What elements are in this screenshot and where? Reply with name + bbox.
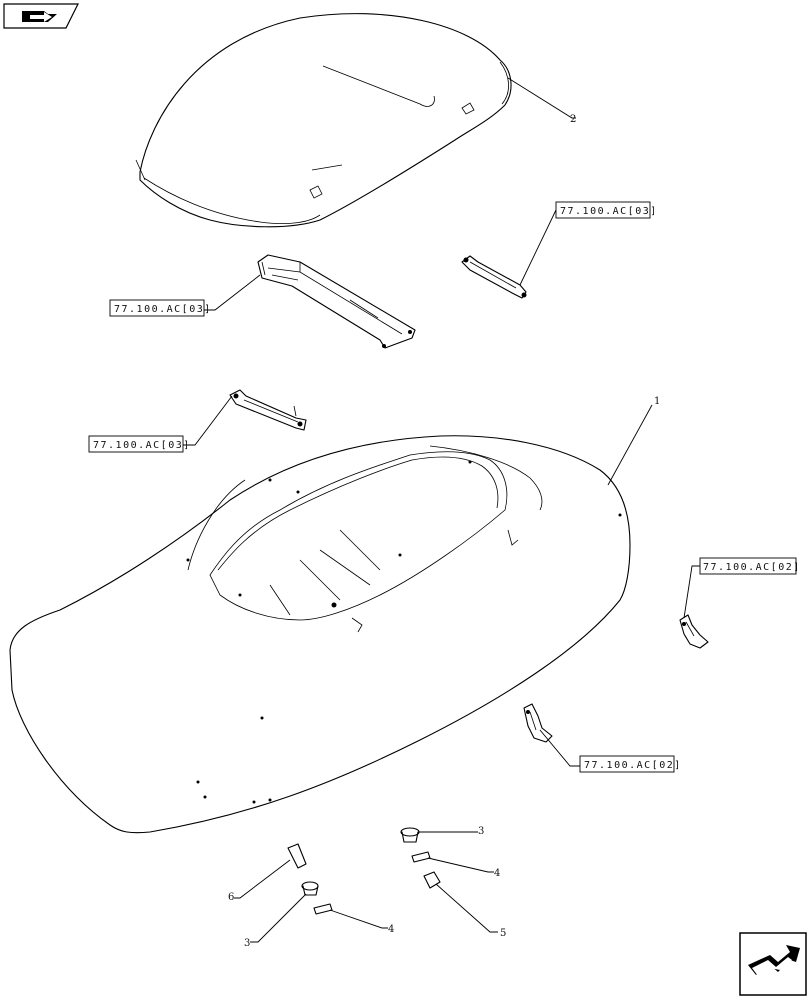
ref-label: 77.100.AC[03] [114, 304, 212, 315]
ref-label: 77.100.AC[03] [93, 440, 191, 451]
latch-part-lower [523, 703, 553, 743]
callout-6: 6 [228, 892, 234, 903]
ref-label: 77.100.AC[03] [560, 206, 658, 217]
cap-part-5 [423, 871, 441, 889]
callout-4-bottom: 4 [388, 924, 394, 935]
main-panel-part [9, 435, 631, 834]
upper-panel-part [135, 13, 512, 228]
callout-1: 1 [654, 396, 660, 407]
callout-4-top: 4 [494, 868, 500, 879]
latch-part-right [679, 614, 709, 649]
washer-part-4-bottom [313, 903, 333, 915]
hinge-bracket-part [229, 389, 307, 431]
ref-box-right[interactable]: 77.100.AC[02] [699, 557, 801, 575]
washer-part-4-top [411, 851, 431, 863]
pin-part-6 [287, 843, 307, 869]
leader-lines [183, 77, 700, 943]
bushing-part-3-top [400, 827, 420, 843]
callout-3-top: 3 [478, 826, 484, 837]
support-rail-part [257, 254, 416, 349]
ref-label: 77.100.AC[02] [584, 760, 682, 771]
callout-3-bottom: 3 [244, 938, 250, 949]
ref-box-lower[interactable]: 77.100.AC[02] [579, 755, 682, 773]
callout-5: 5 [500, 928, 506, 939]
folder-back-icon[interactable] [3, 3, 79, 29]
ref-box-upper-right[interactable]: 77.100.AC[03] [555, 201, 658, 219]
ref-label: 77.100.AC[02] [703, 562, 801, 573]
ref-box-mid-left[interactable]: 77.100.AC[03] [88, 435, 191, 453]
gas-strut-part-upper [461, 255, 527, 299]
bushing-part-3-bottom [301, 881, 319, 896]
next-page-arrow-icon[interactable] [739, 932, 807, 996]
ref-box-upper-left[interactable]: 77.100.AC[03] [109, 299, 212, 317]
callout-2: 2 [570, 114, 576, 125]
